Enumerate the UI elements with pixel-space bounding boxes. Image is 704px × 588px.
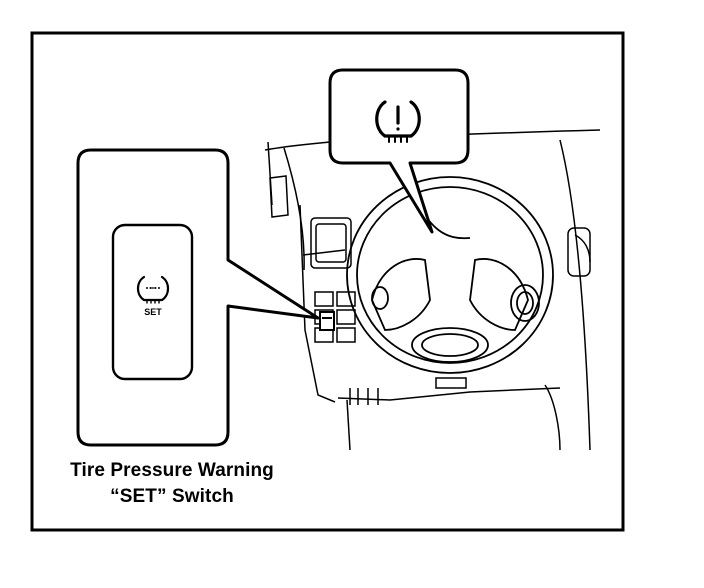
caption-line-2: “SET” Switch (110, 486, 234, 507)
set-switch-label: SET (144, 307, 162, 317)
tire-pressure-set-icon (136, 275, 170, 304)
steering-wheel (346, 176, 554, 374)
caption-line-1: Tire Pressure Warning (70, 460, 274, 481)
set-switch-button (111, 223, 194, 381)
outer-frame (30, 31, 625, 532)
tire-pressure-warning-icon (375, 100, 421, 143)
warning-lamp-callout (328, 68, 470, 234)
dashboard (264, 129, 601, 451)
